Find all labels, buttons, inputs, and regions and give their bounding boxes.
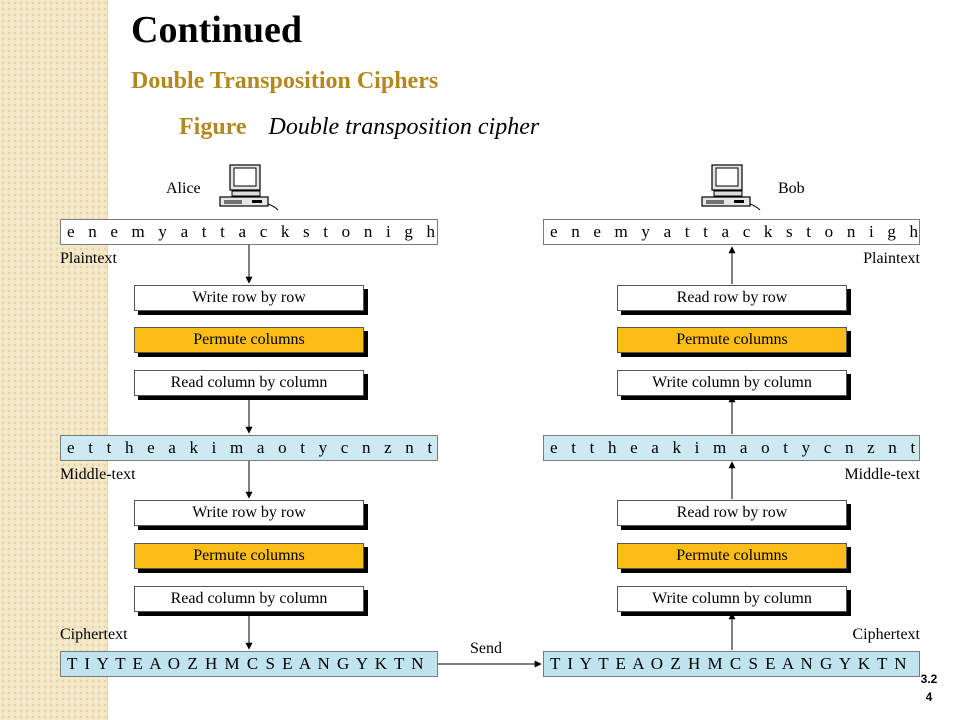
sender-label: Alice	[166, 180, 201, 197]
middletext-label-bob: Middle-text	[844, 466, 920, 483]
step-read-row-bob-2: Read row by row	[617, 285, 847, 311]
ciphertext-bar-bob: T I Y T E A O Z H M C S E A N G Y K T N	[543, 651, 920, 677]
decorative-side-strip	[0, 0, 108, 720]
step-write-column-bob-2: Write column by column	[617, 370, 847, 396]
ciphertext-label-alice: Ciphertext	[60, 626, 128, 643]
send-label: Send	[470, 640, 502, 657]
figure-title: Double transposition cipher	[268, 114, 540, 140]
computer-icon	[701, 164, 761, 211]
slide-title: Continued	[131, 9, 303, 51]
plaintext-label-alice: Plaintext	[60, 250, 117, 267]
step-write-row-alice-1: Write row by row	[134, 285, 364, 311]
middletext-bar-alice: e t t h e a k i m a o t y c n z n t s g	[60, 435, 438, 461]
slide-number-text: 3.2 4	[920, 672, 938, 704]
figure-caption: Figure Double transposition cipher	[179, 114, 539, 141]
computer-icon	[219, 164, 279, 211]
receiver-label: Bob	[778, 180, 805, 197]
diagram: Alice e n e m y a t t a c k s t o n i g …	[60, 164, 920, 684]
plaintext-bar-alice: e n e m y a t t a c k s t o n i g h t z	[60, 219, 438, 245]
slide-subtitle: Double Transposition Ciphers	[131, 68, 439, 94]
step-write-row-alice-2: Write row by row	[134, 500, 364, 526]
step-permute-bob-1: Permute columns	[617, 543, 847, 569]
figure-label: Figure	[179, 114, 247, 140]
middletext-label-alice: Middle-text	[60, 466, 136, 483]
step-read-column-alice-2: Read column by column	[134, 586, 364, 612]
step-permute-alice-2: Permute columns	[134, 543, 364, 569]
slide-number: 3.2 4	[914, 670, 944, 706]
step-read-row-bob-1: Read row by row	[617, 500, 847, 526]
step-permute-alice-1: Permute columns	[134, 327, 364, 353]
plaintext-bar-bob: e n e m y a t t a c k s t o n i g h t z	[543, 219, 920, 245]
middletext-bar-bob: e t t h e a k i m a o t y c n z n t s g	[543, 435, 920, 461]
step-read-column-alice-1: Read column by column	[134, 370, 364, 396]
ciphertext-bar-alice: T I Y T E A O Z H M C S E A N G Y K T N	[60, 651, 438, 677]
arrows-layer	[245, 244, 736, 668]
ciphertext-label-bob: Ciphertext	[852, 626, 920, 643]
plaintext-label-bob: Plaintext	[863, 250, 920, 267]
step-permute-bob-2: Permute columns	[617, 327, 847, 353]
step-write-column-bob-1: Write column by column	[617, 586, 847, 612]
